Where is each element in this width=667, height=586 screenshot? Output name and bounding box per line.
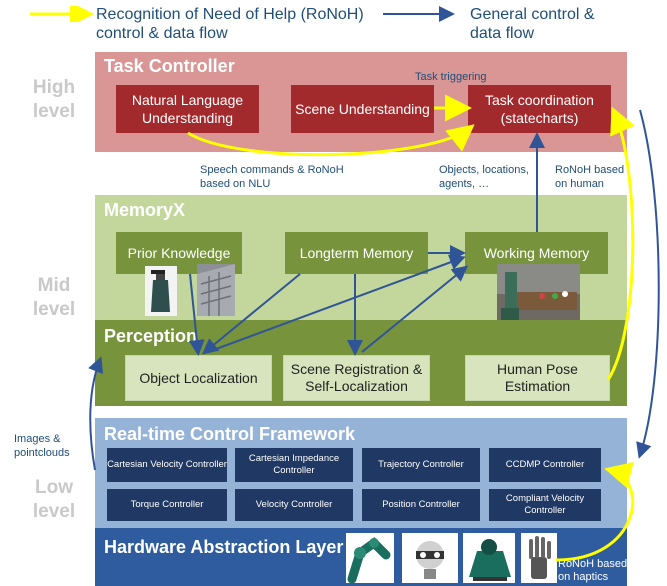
task-coordination-label: Task coordination (statecharts): [485, 92, 594, 126]
scene-registration-label: Scene Registration & Self-Localization: [290, 361, 423, 394]
prior-knowledge-box: Prior Knowledge: [116, 232, 242, 274]
controller-cartesian-impedance: Cartesian Impedance Controller: [235, 448, 353, 482]
memoryx-title: MemoryX: [104, 200, 186, 220]
controller-cartesian-velocity: Cartesian Velocity Controller: [107, 448, 227, 482]
level-mid: Mid level: [32, 275, 76, 320]
object-localization-label: Object Localization: [139, 369, 258, 386]
task-coordination-box: Task coordination (statecharts): [468, 85, 611, 133]
working-memory-label: Working Memory: [483, 244, 590, 261]
controllers-ellipsis: …: [608, 458, 624, 475]
perception-title: Perception: [104, 326, 198, 346]
ronoh-haptics-label: RoNoH based on haptics: [558, 558, 628, 583]
longterm-memory-box: Longterm Memory: [285, 232, 428, 274]
controller-torque: Torque Controller: [107, 489, 227, 521]
prior-knowledge-label: Prior Knowledge: [127, 244, 231, 261]
level-low: Low level: [32, 477, 76, 522]
controller-label: Velocity Controller: [255, 499, 333, 510]
scene-registration-box: Scene Registration & Self-Localization: [283, 355, 430, 401]
controller-label: Trajectory Controller: [378, 459, 464, 470]
scene-understanding-label: Scene Understanding: [295, 101, 430, 117]
human-pose-estimation-box: Human Pose Estimation: [465, 355, 610, 401]
scene-understanding-box: Scene Understanding: [291, 85, 434, 133]
controller-label: Position Controller: [382, 499, 460, 510]
speech-commands-label: Speech commands & RoNoH based on NLU: [200, 164, 344, 190]
objects-locations-label: Objects, locations, agents, …: [439, 164, 529, 190]
controller-label: Torque Controller: [130, 499, 204, 510]
object-localization-box: Object Localization: [125, 355, 272, 401]
controller-label: CCDMP Controller: [505, 459, 585, 470]
hal-title: Hardware Abstraction Layer: [104, 537, 344, 557]
controller-label: Cartesian Velocity Controller: [107, 459, 227, 470]
controller-position: Position Controller: [362, 489, 480, 521]
kitchen-mesh-image: [197, 264, 235, 316]
images-pointclouds-label: Images & pointclouds: [14, 433, 70, 459]
controller-label: Cartesian Impedance Controller: [248, 453, 340, 476]
controller-compliant-velocity: Compliant Velocity Controller: [489, 489, 601, 521]
ronoh-legend-arrow-icon: [30, 6, 94, 22]
controller-trajectory: Trajectory Controller: [362, 448, 480, 482]
level-high: High level: [32, 77, 76, 122]
rtcf-title: Real-time Control Framework: [104, 424, 356, 444]
working-memory-scene-image: [497, 264, 580, 328]
human-pose-estimation-label: Human Pose Estimation: [497, 361, 578, 394]
mobile-platform-image: [463, 533, 515, 583]
nlu-label: Natural Language Understanding: [131, 92, 244, 126]
robot-arm-image: [346, 533, 394, 583]
robot-hand-image: [521, 533, 557, 583]
controller-ccdmp: CCDMP Controller: [489, 448, 601, 482]
longterm-memory-label: Longterm Memory: [299, 244, 414, 261]
robot-head-image: [402, 533, 458, 583]
nlu-box: Natural Language Understanding: [116, 85, 259, 133]
controller-velocity: Velocity Controller: [235, 489, 353, 521]
general-legend-arrow-icon: [383, 6, 455, 22]
task-controller-title: Task Controller: [104, 56, 235, 76]
controller-label: Compliant Velocity Controller: [505, 493, 585, 516]
task-triggering-label: Task triggering: [415, 71, 487, 83]
general-legend-label: General control & data flow: [470, 6, 595, 42]
spray-bottle-image: [145, 266, 177, 316]
ronoh-legend-label: Recognition of Need of Help (RoNoH) cont…: [96, 6, 364, 42]
